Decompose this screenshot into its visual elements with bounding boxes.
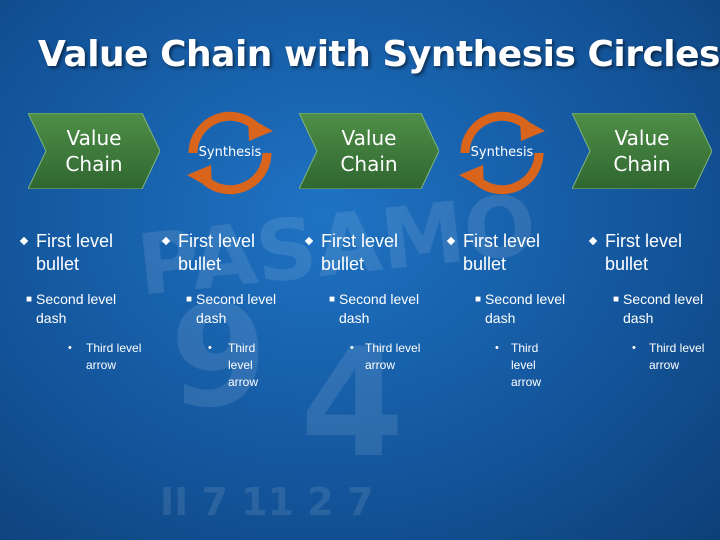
value-chain-chevron: Value Chain <box>27 112 161 190</box>
first-level-bullet: First level bullet <box>445 230 573 276</box>
dot-bullet-icon: • <box>208 342 212 354</box>
square-bullet-icon: ■ <box>329 294 336 305</box>
first-level-bullet: First level bullet <box>303 230 431 276</box>
third-level-arrow: • Third level arrow <box>495 341 542 389</box>
value-chain-chevron: Value Chain <box>298 112 440 190</box>
second-level-dash: ■ Second level dash <box>475 291 566 326</box>
synthesis-cycle: Synthesis <box>175 103 285 203</box>
synthesis-label: Synthesis <box>470 145 534 160</box>
dot-bullet-icon: • <box>495 342 499 354</box>
bullet-column: First level bullet ■ Second level dash •… <box>587 230 719 374</box>
second-level-dash: ■ Second level dash <box>26 291 117 326</box>
chevron-label: Value Chain <box>340 126 398 176</box>
chevron-label: Value Chain <box>613 126 671 176</box>
bullet-column: First level bullet ■ Second level dash •… <box>303 230 443 374</box>
second-level-dash: ■ Second level dash <box>329 291 420 326</box>
third-level-arrow: • Third level arrow <box>632 341 705 372</box>
synthesis-label: Synthesis <box>198 145 262 160</box>
third-level-arrow: • Third level arrow <box>350 341 421 372</box>
svg-text:II 7 11 2 7: II 7 11 2 7 <box>160 480 373 524</box>
bullet-column: First level bullet ■ Second level dash •… <box>18 230 141 374</box>
bullet-column: First level bullet ■ Second level dash •… <box>445 230 585 391</box>
first-level-bullet: First level bullet <box>587 230 705 276</box>
square-bullet-icon: ■ <box>475 294 482 305</box>
circular-arrows-icon <box>459 111 545 195</box>
second-level-dash: ■ Second level dash <box>186 291 277 326</box>
square-bullet-icon: ■ <box>26 294 33 305</box>
dot-bullet-icon: • <box>632 342 636 354</box>
slide-title: Value Chain with Synthesis Circles <box>38 34 720 75</box>
chevron-label: Value Chain <box>65 126 123 176</box>
third-level-arrow: • Third level arrow <box>68 341 142 372</box>
dot-bullet-icon: • <box>350 342 354 354</box>
square-bullet-icon: ■ <box>186 294 193 305</box>
second-level-dash: ■ Second level dash <box>613 291 704 326</box>
first-level-bullet: First level bullet <box>160 230 278 276</box>
circular-arrows-icon <box>187 111 273 195</box>
synthesis-cycle: Synthesis <box>447 103 557 203</box>
square-bullet-icon: ■ <box>613 294 620 305</box>
dot-bullet-icon: • <box>68 342 72 354</box>
first-level-bullet: First level bullet <box>18 230 138 276</box>
third-level-arrow: • Third level arrow <box>208 341 259 389</box>
value-chain-chevron: Value Chain <box>571 112 713 190</box>
bullet-column: First level bullet ■ Second level dash •… <box>160 230 290 391</box>
